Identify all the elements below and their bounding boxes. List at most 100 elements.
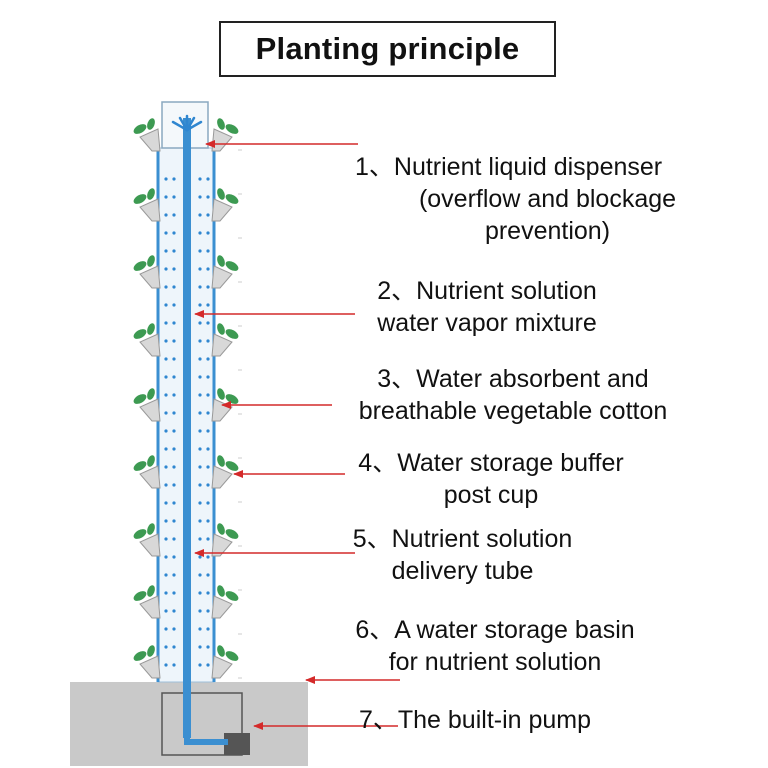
droplet [198, 249, 202, 253]
droplet [172, 645, 176, 649]
droplet [198, 357, 202, 361]
right-leaf [225, 394, 239, 404]
droplet [206, 609, 210, 613]
droplet [206, 285, 210, 289]
left-leaf [147, 188, 155, 200]
label-4: 4、Water storage buffer post cup [358, 449, 624, 509]
droplet [172, 483, 176, 487]
right-leaf [225, 194, 239, 204]
droplet [206, 303, 210, 307]
pump-housing [161, 692, 243, 756]
right-leaf [217, 645, 225, 657]
droplet [198, 519, 202, 523]
droplet [198, 213, 202, 217]
droplet [164, 573, 168, 577]
droplet [172, 231, 176, 235]
droplet [164, 375, 168, 379]
right-leaf [225, 591, 239, 601]
droplet [172, 357, 176, 361]
droplet [172, 285, 176, 289]
droplet [206, 591, 210, 595]
droplet [198, 393, 202, 397]
droplet [164, 231, 168, 235]
droplet [198, 411, 202, 415]
left-cup [139, 198, 161, 222]
droplet [172, 447, 176, 451]
droplet [206, 645, 210, 649]
right-cup [211, 595, 233, 619]
right-leaf [225, 529, 239, 539]
droplet [164, 591, 168, 595]
left-leaf [147, 585, 155, 597]
right-cup [211, 398, 233, 422]
droplet [206, 339, 210, 343]
droplet [164, 267, 168, 271]
droplet [164, 303, 168, 307]
droplet [164, 393, 168, 397]
left-leaf [133, 261, 147, 271]
spray-line [171, 120, 189, 132]
droplet [164, 357, 168, 361]
title-box: Planting principle [219, 21, 556, 77]
left-leaf [147, 323, 155, 335]
left-leaf [133, 529, 147, 539]
right-leaf [217, 118, 225, 130]
left-cup [139, 595, 161, 619]
delivery-tube [183, 118, 191, 738]
droplet [172, 411, 176, 415]
droplet [164, 429, 168, 433]
right-cup [211, 265, 233, 289]
droplet [198, 375, 202, 379]
droplet [164, 213, 168, 217]
droplet [206, 321, 210, 325]
droplet [206, 357, 210, 361]
right-leaf [217, 455, 225, 467]
droplet [206, 195, 210, 199]
droplet [198, 177, 202, 181]
droplet [172, 573, 176, 577]
label-2: 2、Nutrient solution water vapor mixture [377, 277, 597, 337]
droplet [164, 195, 168, 199]
droplet [206, 393, 210, 397]
delivery-tube-bend [184, 738, 228, 745]
droplet [206, 627, 210, 631]
left-leaf [133, 651, 147, 661]
droplet [198, 285, 202, 289]
left-cup [139, 333, 161, 357]
left-leaf [133, 329, 147, 339]
droplet [206, 375, 210, 379]
droplet [206, 537, 210, 541]
right-leaf [225, 261, 239, 271]
left-leaf [133, 124, 147, 134]
right-cup [211, 128, 233, 152]
droplet [206, 447, 210, 451]
left-cup [139, 265, 161, 289]
droplet [206, 267, 210, 271]
droplet [172, 321, 176, 325]
right-cup [211, 655, 233, 679]
droplet [198, 591, 202, 595]
droplet [164, 483, 168, 487]
left-leaf [147, 523, 155, 535]
spray-line [185, 120, 203, 132]
droplet [198, 573, 202, 577]
droplet [198, 267, 202, 271]
droplet [164, 501, 168, 505]
droplet [206, 177, 210, 181]
droplet [198, 303, 202, 307]
droplet [172, 501, 176, 505]
droplet [164, 555, 168, 559]
right-leaf [225, 124, 239, 134]
label-1: 1、Nutrient liquid dispenser (overflow an… [355, 153, 677, 245]
right-leaf [217, 323, 225, 335]
droplet [172, 465, 176, 469]
left-leaf [147, 455, 155, 467]
right-leaf [225, 329, 239, 339]
droplet [164, 321, 168, 325]
left-leaf [133, 394, 147, 404]
spray-icon [171, 114, 203, 132]
right-leaf [217, 388, 225, 400]
right-cup [211, 333, 233, 357]
droplet [164, 177, 168, 181]
